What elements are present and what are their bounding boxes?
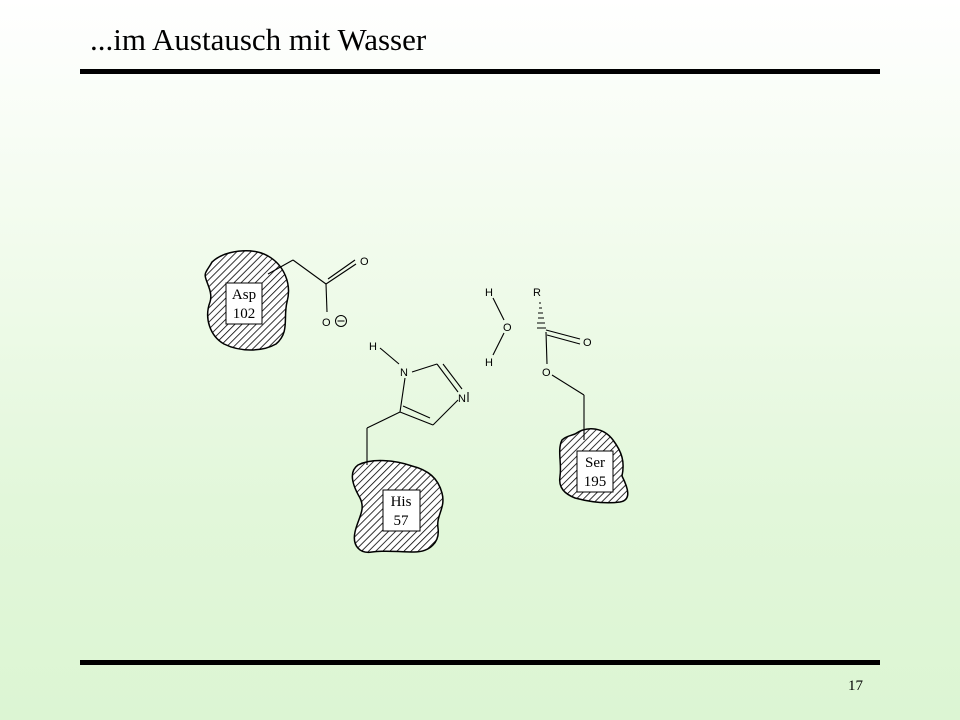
his-n1: N <box>400 367 408 379</box>
ser-o: O <box>542 367 551 379</box>
imidazole-ring <box>366 347 469 465</box>
asp-carboxylate-o: O <box>322 317 331 329</box>
water-o: O <box>503 322 512 334</box>
slide-title: ...im Austausch mit Wasser <box>90 22 427 57</box>
water-bonds <box>492 297 505 356</box>
ser-number: 195 <box>584 474 607 490</box>
asp-carbonyl-o: O <box>360 256 369 268</box>
his-n2: N <box>458 393 466 405</box>
his-label-box <box>382 489 421 532</box>
asp-name: Asp <box>232 287 256 303</box>
substrate-carbonyl <box>545 329 585 440</box>
bottom-divider <box>80 660 880 665</box>
page-number: 17 <box>848 678 863 694</box>
substrate-wedge-bond <box>537 302 546 329</box>
his-number: 57 <box>394 513 410 529</box>
his-h: H <box>369 341 377 353</box>
substrate-carbonyl-o: O <box>583 337 592 349</box>
ser-label-box <box>576 450 614 493</box>
his-name: His <box>391 494 412 510</box>
asp-side-chain <box>267 259 357 313</box>
negative-charge-icon <box>335 315 347 327</box>
water-h-bottom: H <box>485 357 493 369</box>
asp-number: 102 <box>233 306 256 322</box>
water-h-top: H <box>485 287 493 299</box>
substrate-r: R <box>533 287 541 299</box>
top-divider <box>80 69 880 74</box>
asp-label-box <box>225 282 263 325</box>
ser-name: Ser <box>585 455 605 471</box>
